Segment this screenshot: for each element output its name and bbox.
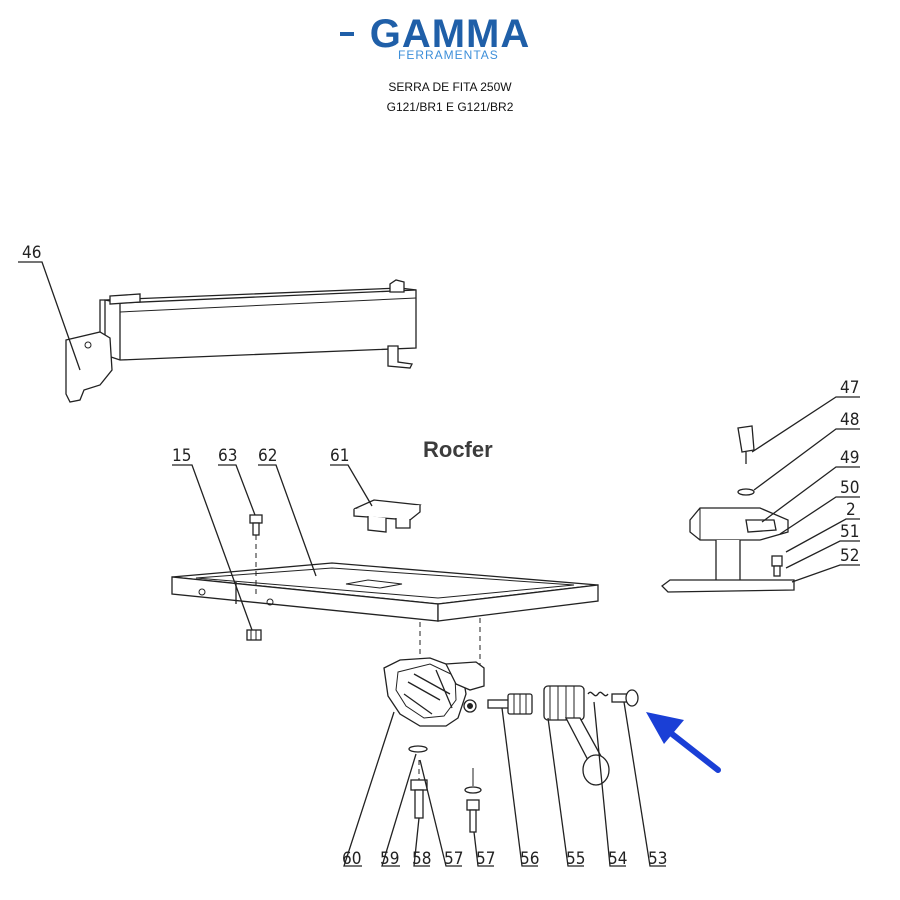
part-63-pin	[249, 514, 263, 536]
part-61-insert	[353, 499, 422, 533]
pointer-arrow-icon	[646, 712, 721, 773]
part-57-bolt	[464, 768, 482, 833]
part-label-62: 62	[258, 446, 277, 466]
part-56-shaft	[487, 693, 533, 715]
part-label-61: 61	[330, 446, 349, 466]
leader-lines	[18, 261, 860, 867]
part-label-55: 55	[566, 849, 585, 869]
brand-header: GAMMA FERRAMENTAS SERRA DE FITA 250W G12…	[0, 12, 900, 117]
logo-word: GAMMA	[369, 12, 531, 56]
part-58-bolt	[410, 760, 428, 819]
part-46-guard-arm	[65, 279, 417, 403]
gamma-logo: GAMMA FERRAMENTAS	[340, 12, 560, 72]
part-label-60: 60	[342, 849, 361, 869]
part-15-bolt	[246, 629, 262, 641]
part-label-56: 56	[520, 849, 539, 869]
part-52-rail	[661, 579, 795, 593]
product-models: G121/BR1 E G121/BR2	[386, 100, 514, 114]
part-label-49: 49	[840, 448, 859, 468]
part-label-47: 47	[840, 378, 859, 398]
part-label-50: 50	[840, 478, 859, 498]
part-label-15: 15	[172, 446, 191, 466]
part-55-lock-handle	[543, 685, 610, 786]
part-label-52: 52	[840, 546, 859, 566]
part-47-knob	[737, 425, 755, 464]
part-label-53: 53	[648, 849, 667, 869]
logo-bar	[340, 32, 354, 36]
part-label-57a: 57	[444, 849, 463, 869]
part-54-spring	[587, 691, 609, 697]
part-59-washer	[408, 745, 428, 753]
part-label-46: 46	[22, 243, 41, 263]
part-label-57b: 57	[476, 849, 495, 869]
part-50-2-51-hardware	[771, 555, 783, 577]
part-60-trunnion	[383, 657, 485, 727]
part-62-work-table	[171, 532, 599, 666]
part-label-51: 51	[840, 522, 859, 542]
logo-subtext: FERRAMENTAS	[398, 48, 499, 62]
part-label-2: 2	[846, 500, 856, 520]
part-48-washer	[737, 488, 755, 496]
part-label-54: 54	[608, 849, 627, 869]
part-labels: 46 15 63 62 61 47 48 49 50 2 51 52 60 59…	[22, 243, 859, 869]
part-label-58: 58	[412, 849, 431, 869]
part-49-fence-body	[689, 507, 789, 583]
part-53-screw	[611, 689, 639, 707]
watermark: Rocfer	[423, 437, 493, 462]
product-name: SERRA DE FITA 250W	[388, 80, 512, 94]
part-label-48: 48	[840, 410, 859, 430]
part-label-59: 59	[380, 849, 399, 869]
part-label-63: 63	[218, 446, 237, 466]
